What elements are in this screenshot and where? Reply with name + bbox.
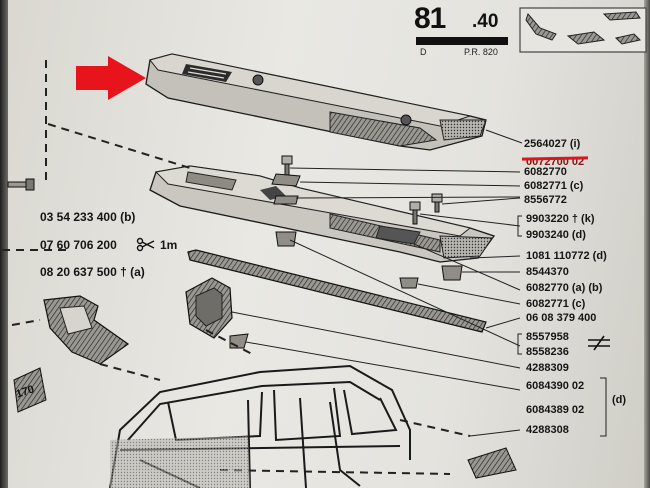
car-floor-shading — [110, 436, 250, 488]
red-pointer-arrow — [76, 56, 146, 100]
label-6084389: 6084389 02 — [526, 404, 585, 416]
label-9903220: 9903220 † (k) — [526, 213, 595, 225]
part-4288308 — [467, 447, 517, 479]
screw-left — [7, 178, 35, 191]
label-4288308: 4288308 — [526, 424, 569, 436]
clip-6082770 — [271, 173, 301, 187]
label-6082770-top: 6082770 — [524, 166, 567, 178]
label-length-1m: 1m — [160, 238, 178, 252]
label-8558236: 8558236 — [526, 346, 569, 358]
label-06-08-379-400: 06 08 379 400 — [526, 312, 597, 324]
label-6082770-lower: 6082770 (a) (b) — [526, 282, 603, 294]
label-8544370: 8544370 — [526, 266, 569, 278]
clip-lower-b — [399, 277, 419, 289]
section-suffix: .40 — [472, 11, 499, 32]
label-6082771-top: 6082771 (c) — [524, 180, 584, 192]
fastener-8556772 — [431, 193, 443, 213]
label-9903240: 9903240 (d) — [526, 229, 586, 241]
clip-8544370 — [441, 265, 463, 281]
label-6082771-lower: 6082771 (c) — [526, 298, 586, 310]
rule-symbol-double — [588, 335, 610, 351]
dashed-leaders — [2, 60, 471, 475]
cowl-grille-lower — [149, 165, 496, 263]
cowl-grille-upper — [145, 53, 487, 151]
side-part-170 — [13, 367, 47, 413]
label-8556772: 8556772 — [524, 194, 567, 206]
label-4288309: 4288309 — [526, 362, 569, 374]
bracket-4288309 — [185, 277, 233, 339]
clip-lower-a — [275, 231, 297, 247]
thumbnail-inset — [519, 7, 647, 53]
label-leaders — [231, 129, 607, 437]
page-right-edge — [644, 0, 650, 488]
clip-6082771 — [273, 195, 299, 205]
header-code-right: P.R. 820 — [464, 47, 498, 57]
label-1081-110772: 1081 110772 (d) — [526, 250, 607, 262]
label-07-60-706-200: 07 60 706 200 — [40, 238, 117, 252]
label-8557958: 8557958 — [526, 331, 569, 343]
label-2564027: 2564027 (i) — [524, 138, 581, 150]
label-08-20-637-500: 08 20 637 500 † (a) — [40, 265, 145, 279]
page-left-edge — [0, 0, 8, 488]
section-number: 81 — [414, 2, 446, 35]
label-note-d: (d) — [612, 394, 627, 406]
rubber-seal-strip — [187, 249, 487, 333]
header-code-left: D — [420, 47, 427, 57]
label-03-54-233-400: 03 54 233 400 (b) — [40, 210, 136, 224]
label-6084390: 6084390 02 — [526, 380, 585, 392]
bracket-08-20-637-500 — [43, 295, 130, 365]
clip-small-bracket — [229, 333, 249, 349]
scissors-icon — [136, 237, 155, 252]
header-bar — [416, 37, 508, 45]
fastener-9903220 — [409, 201, 421, 225]
